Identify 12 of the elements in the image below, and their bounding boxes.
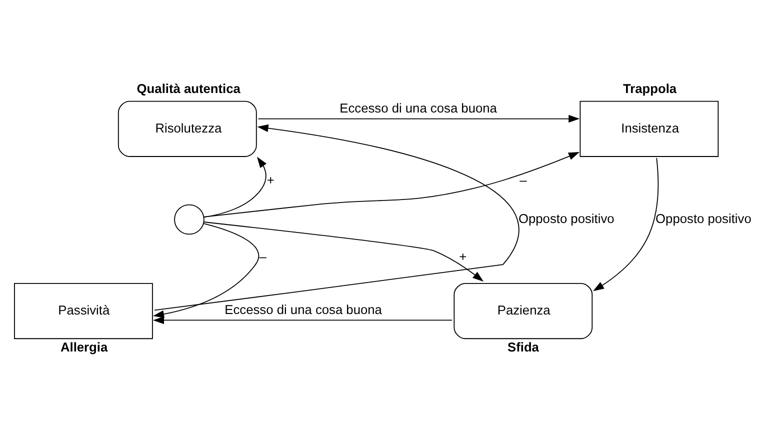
edge-label: – xyxy=(520,172,527,188)
edge-label: Opposto positivo xyxy=(518,210,614,226)
node-label: Trappola xyxy=(622,80,677,96)
edge-label: Eccesso di una cosa buona xyxy=(224,301,382,316)
node-label: Qualità autentica xyxy=(136,80,240,96)
edge-label: Eccesso di una cosa buona xyxy=(340,100,497,116)
edge-label: Opposto positivo xyxy=(656,210,752,226)
edge-label: – xyxy=(259,248,266,264)
edge-label: + xyxy=(459,248,467,264)
edge-label: + xyxy=(266,172,274,188)
node-label: Allergia xyxy=(60,339,108,354)
node-label: Sfida xyxy=(508,339,539,354)
